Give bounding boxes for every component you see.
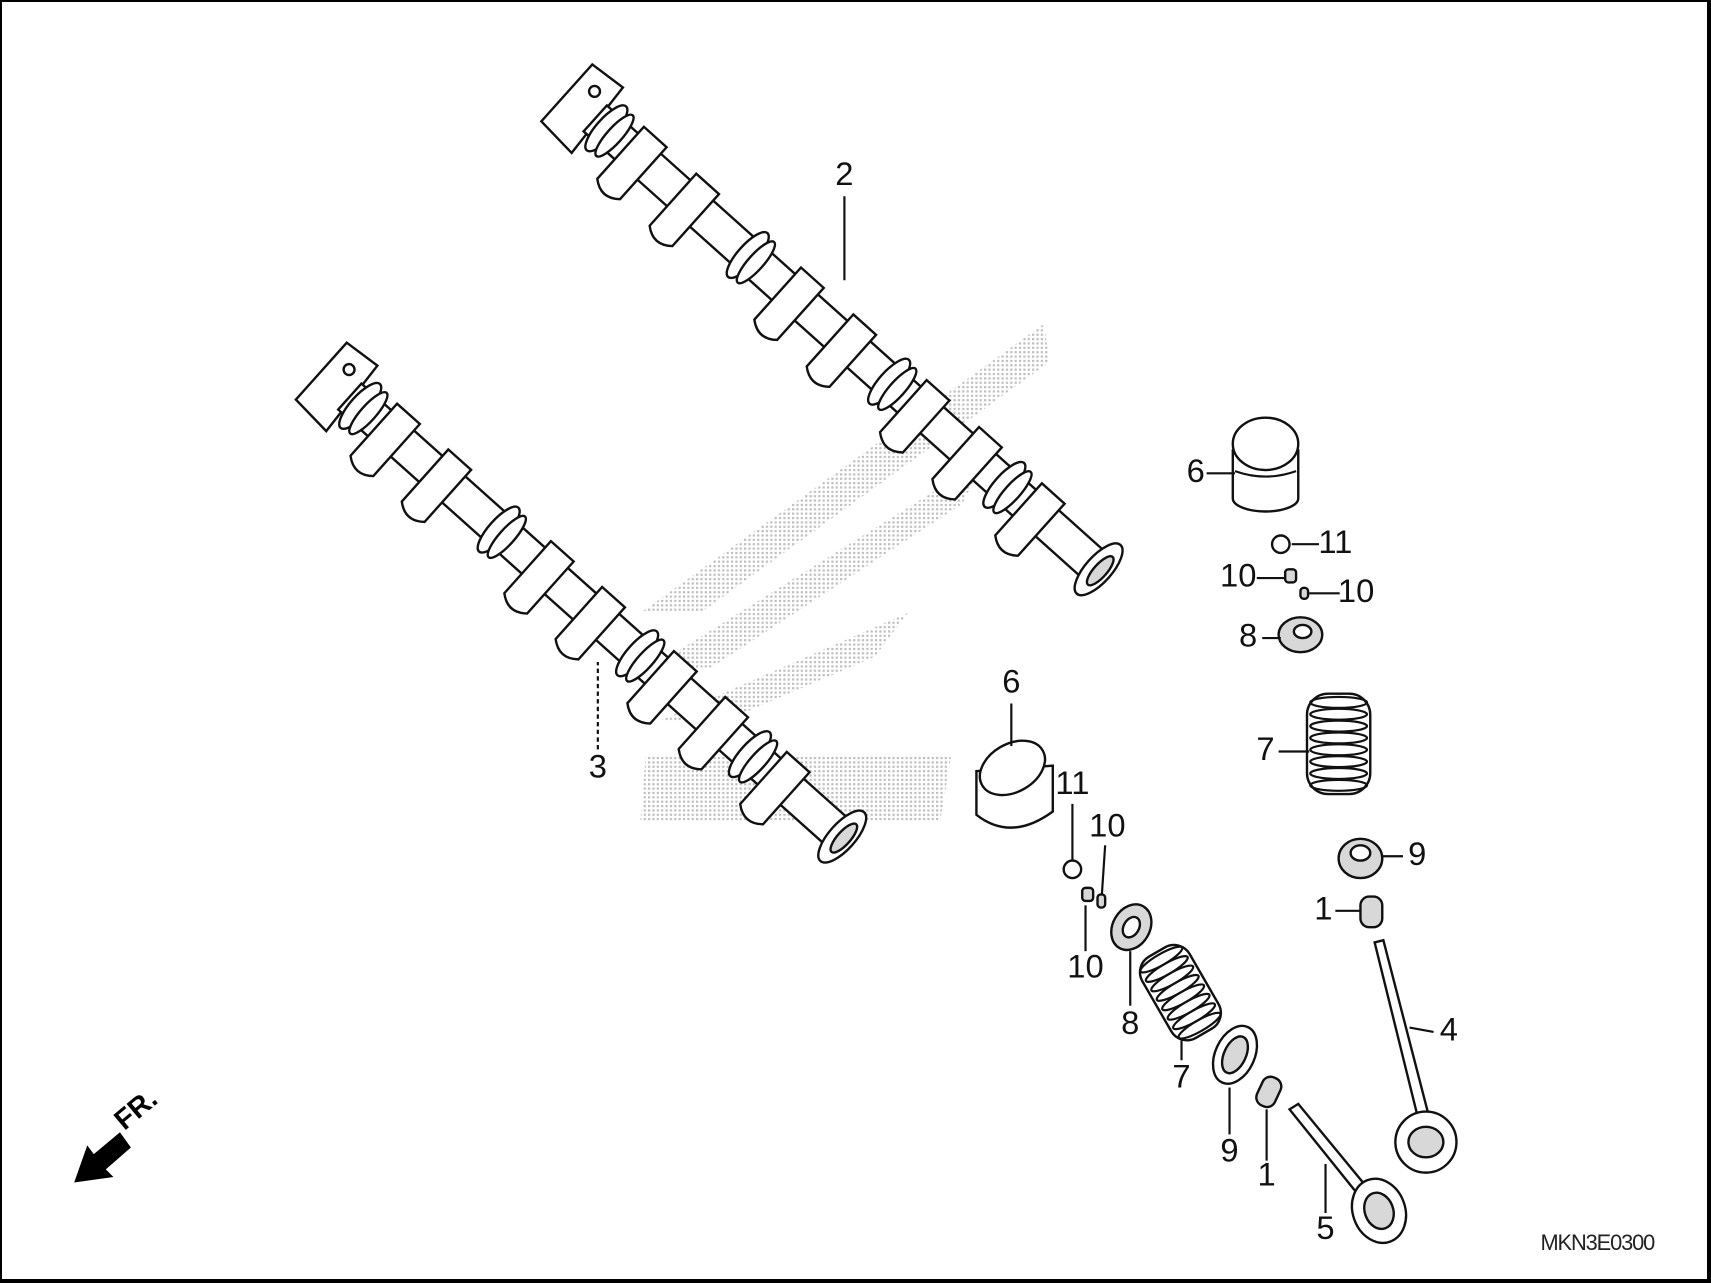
- spring-seat-lower[interactable]: [1204, 1019, 1265, 1091]
- cam-flange: [294, 341, 380, 433]
- callout-8-lower: 8: [1121, 1004, 1139, 1041]
- callout-1-upper: 1: [1314, 889, 1332, 926]
- cam-lobe: [400, 447, 473, 524]
- callout-8-upper: 8: [1239, 617, 1257, 654]
- callout-4: 4: [1440, 1011, 1458, 1048]
- stem-seal-lower[interactable]: [1253, 1074, 1284, 1110]
- cam-lobe: [994, 481, 1067, 557]
- cotter-upper[interactable]: [1283, 568, 1310, 600]
- cam-journal-ring: [992, 470, 1033, 515]
- shim-lower[interactable]: [1062, 859, 1083, 880]
- cam-end-bore: [829, 822, 859, 854]
- tappet-lower[interactable]: [970, 730, 1054, 829]
- camshaft-exhaust[interactable]: [533, 62, 1136, 615]
- callout-9-upper: 9: [1408, 835, 1426, 872]
- spring-lower[interactable]: [1133, 938, 1227, 1047]
- cotter-lower[interactable]: [1081, 886, 1107, 909]
- cam-lobe: [805, 312, 878, 389]
- callout-10-upper-a: 10: [1220, 557, 1256, 594]
- cam-journal-ring: [348, 390, 389, 436]
- cam-lobe: [878, 378, 952, 454]
- callout-1-lower: 1: [1258, 1156, 1276, 1193]
- cam-journal-ring: [594, 113, 635, 158]
- callout-2: 2: [835, 155, 853, 192]
- callout-7-upper: 7: [1256, 730, 1274, 767]
- retainer-lower[interactable]: [1103, 897, 1159, 957]
- callout-5: 5: [1316, 1209, 1334, 1246]
- camshaft-intake[interactable]: [288, 340, 880, 883]
- front-label: FR.: [108, 1083, 164, 1137]
- tappet-upper[interactable]: [1231, 416, 1300, 513]
- callout-7-lower: 7: [1172, 1057, 1190, 1094]
- shim-upper[interactable]: [1270, 534, 1291, 555]
- cam-lobe: [626, 649, 699, 725]
- drawing-code: MKN3E0300: [1540, 1230, 1655, 1255]
- callout-9-lower: 9: [1220, 1132, 1238, 1169]
- callout-11-lower: 11: [1055, 764, 1089, 801]
- cam-lobe: [596, 125, 669, 201]
- spring-upper[interactable]: [1305, 692, 1372, 796]
- cam-journal-ring: [735, 240, 777, 285]
- cam-lobe: [648, 172, 721, 248]
- cam-lobe: [503, 539, 576, 615]
- cam-flange: [539, 62, 625, 155]
- cam-journal-ring: [486, 514, 528, 560]
- valve-lower[interactable]: [1287, 1102, 1415, 1251]
- callout-6-upper: 6: [1187, 452, 1205, 489]
- leader-lines: [596, 196, 1434, 1213]
- cam-lobe: [738, 750, 812, 826]
- callout-11-upper: 11: [1318, 523, 1352, 560]
- flange-bolt-hole: [342, 362, 356, 377]
- retainer-upper[interactable]: [1277, 616, 1324, 654]
- stem-seal-upper[interactable]: [1359, 895, 1384, 929]
- callout-6-lower: 6: [1002, 663, 1020, 700]
- callout-10-upper-b: 10: [1338, 572, 1374, 609]
- cam-lobe: [554, 585, 627, 661]
- front-direction-indicator: FR.: [74, 1083, 164, 1183]
- spring-coil: [1309, 778, 1369, 792]
- cam-journal-ring: [625, 638, 666, 683]
- cam-lobe: [753, 265, 826, 342]
- callout-10-lower-b: 10: [1067, 947, 1103, 984]
- honda-wing-watermark: [640, 323, 1050, 821]
- flange-bolt-hole: [587, 84, 602, 99]
- valve-upper[interactable]: [1373, 938, 1458, 1174]
- cam-lobe: [931, 425, 1004, 501]
- callout-3: 3: [589, 748, 607, 785]
- cam-journal-ring: [737, 739, 779, 784]
- cam-end-bore: [1085, 555, 1115, 587]
- spring-coil: [1177, 1011, 1222, 1040]
- cam-lobe: [349, 401, 422, 478]
- cam-lobe: [677, 695, 750, 771]
- front-arrow-icon: [74, 1132, 131, 1183]
- callout-10-lower-a: 10: [1089, 807, 1125, 844]
- cam-journal-ring: [876, 366, 918, 412]
- spring-seat-upper[interactable]: [1337, 837, 1384, 880]
